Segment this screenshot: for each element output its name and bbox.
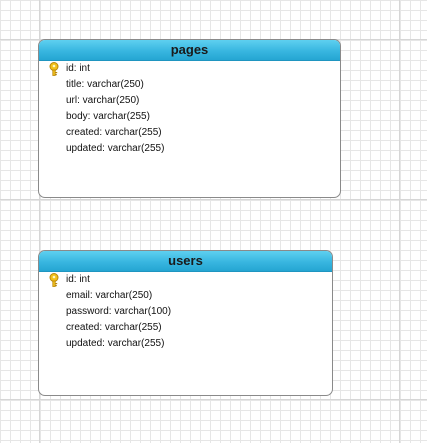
field-label: email: varchar(250) <box>66 290 153 301</box>
field-list: id: int email: varchar(250) password: va… <box>39 272 332 352</box>
grid-line <box>399 0 400 443</box>
table-header[interactable]: pages <box>39 40 340 61</box>
table-header[interactable]: users <box>39 251 332 272</box>
field-row[interactable]: body: varchar(255) <box>39 109 340 125</box>
field-list: id: int title: varchar(250) url: varchar… <box>39 61 340 157</box>
field-row[interactable]: title: varchar(250) <box>39 77 340 93</box>
field-label: password: varchar(100) <box>66 306 172 317</box>
key-icon <box>49 273 59 287</box>
grid-line <box>0 199 427 200</box>
field-row[interactable]: created: varchar(255) <box>39 125 340 141</box>
field-label: created: varchar(255) <box>66 127 162 138</box>
field-row[interactable]: email: varchar(250) <box>39 288 332 304</box>
field-row[interactable]: id: int <box>39 272 332 288</box>
grid-line <box>39 0 40 443</box>
field-row[interactable]: updated: varchar(255) <box>39 141 340 157</box>
field-row[interactable]: password: varchar(100) <box>39 304 332 320</box>
field-row[interactable]: updated: varchar(255) <box>39 336 332 352</box>
field-label: title: varchar(250) <box>66 79 144 90</box>
field-label: id: int <box>66 63 90 74</box>
field-label: updated: varchar(255) <box>66 338 165 349</box>
grid-line <box>0 399 427 400</box>
key-icon <box>49 62 59 76</box>
field-label: created: varchar(255) <box>66 322 162 333</box>
field-row[interactable]: url: varchar(250) <box>39 93 340 109</box>
field-row[interactable]: created: varchar(255) <box>39 320 332 336</box>
table-pages[interactable]: pages id: int title: varchar(250) url: v… <box>38 39 341 198</box>
field-label: url: varchar(250) <box>66 95 140 106</box>
field-row[interactable]: id: int <box>39 61 340 77</box>
field-label: updated: varchar(255) <box>66 143 165 154</box>
field-label: body: varchar(255) <box>66 111 150 122</box>
field-label: id: int <box>66 274 90 285</box>
table-users[interactable]: users id: int email: varchar(250) passwo… <box>38 250 333 396</box>
